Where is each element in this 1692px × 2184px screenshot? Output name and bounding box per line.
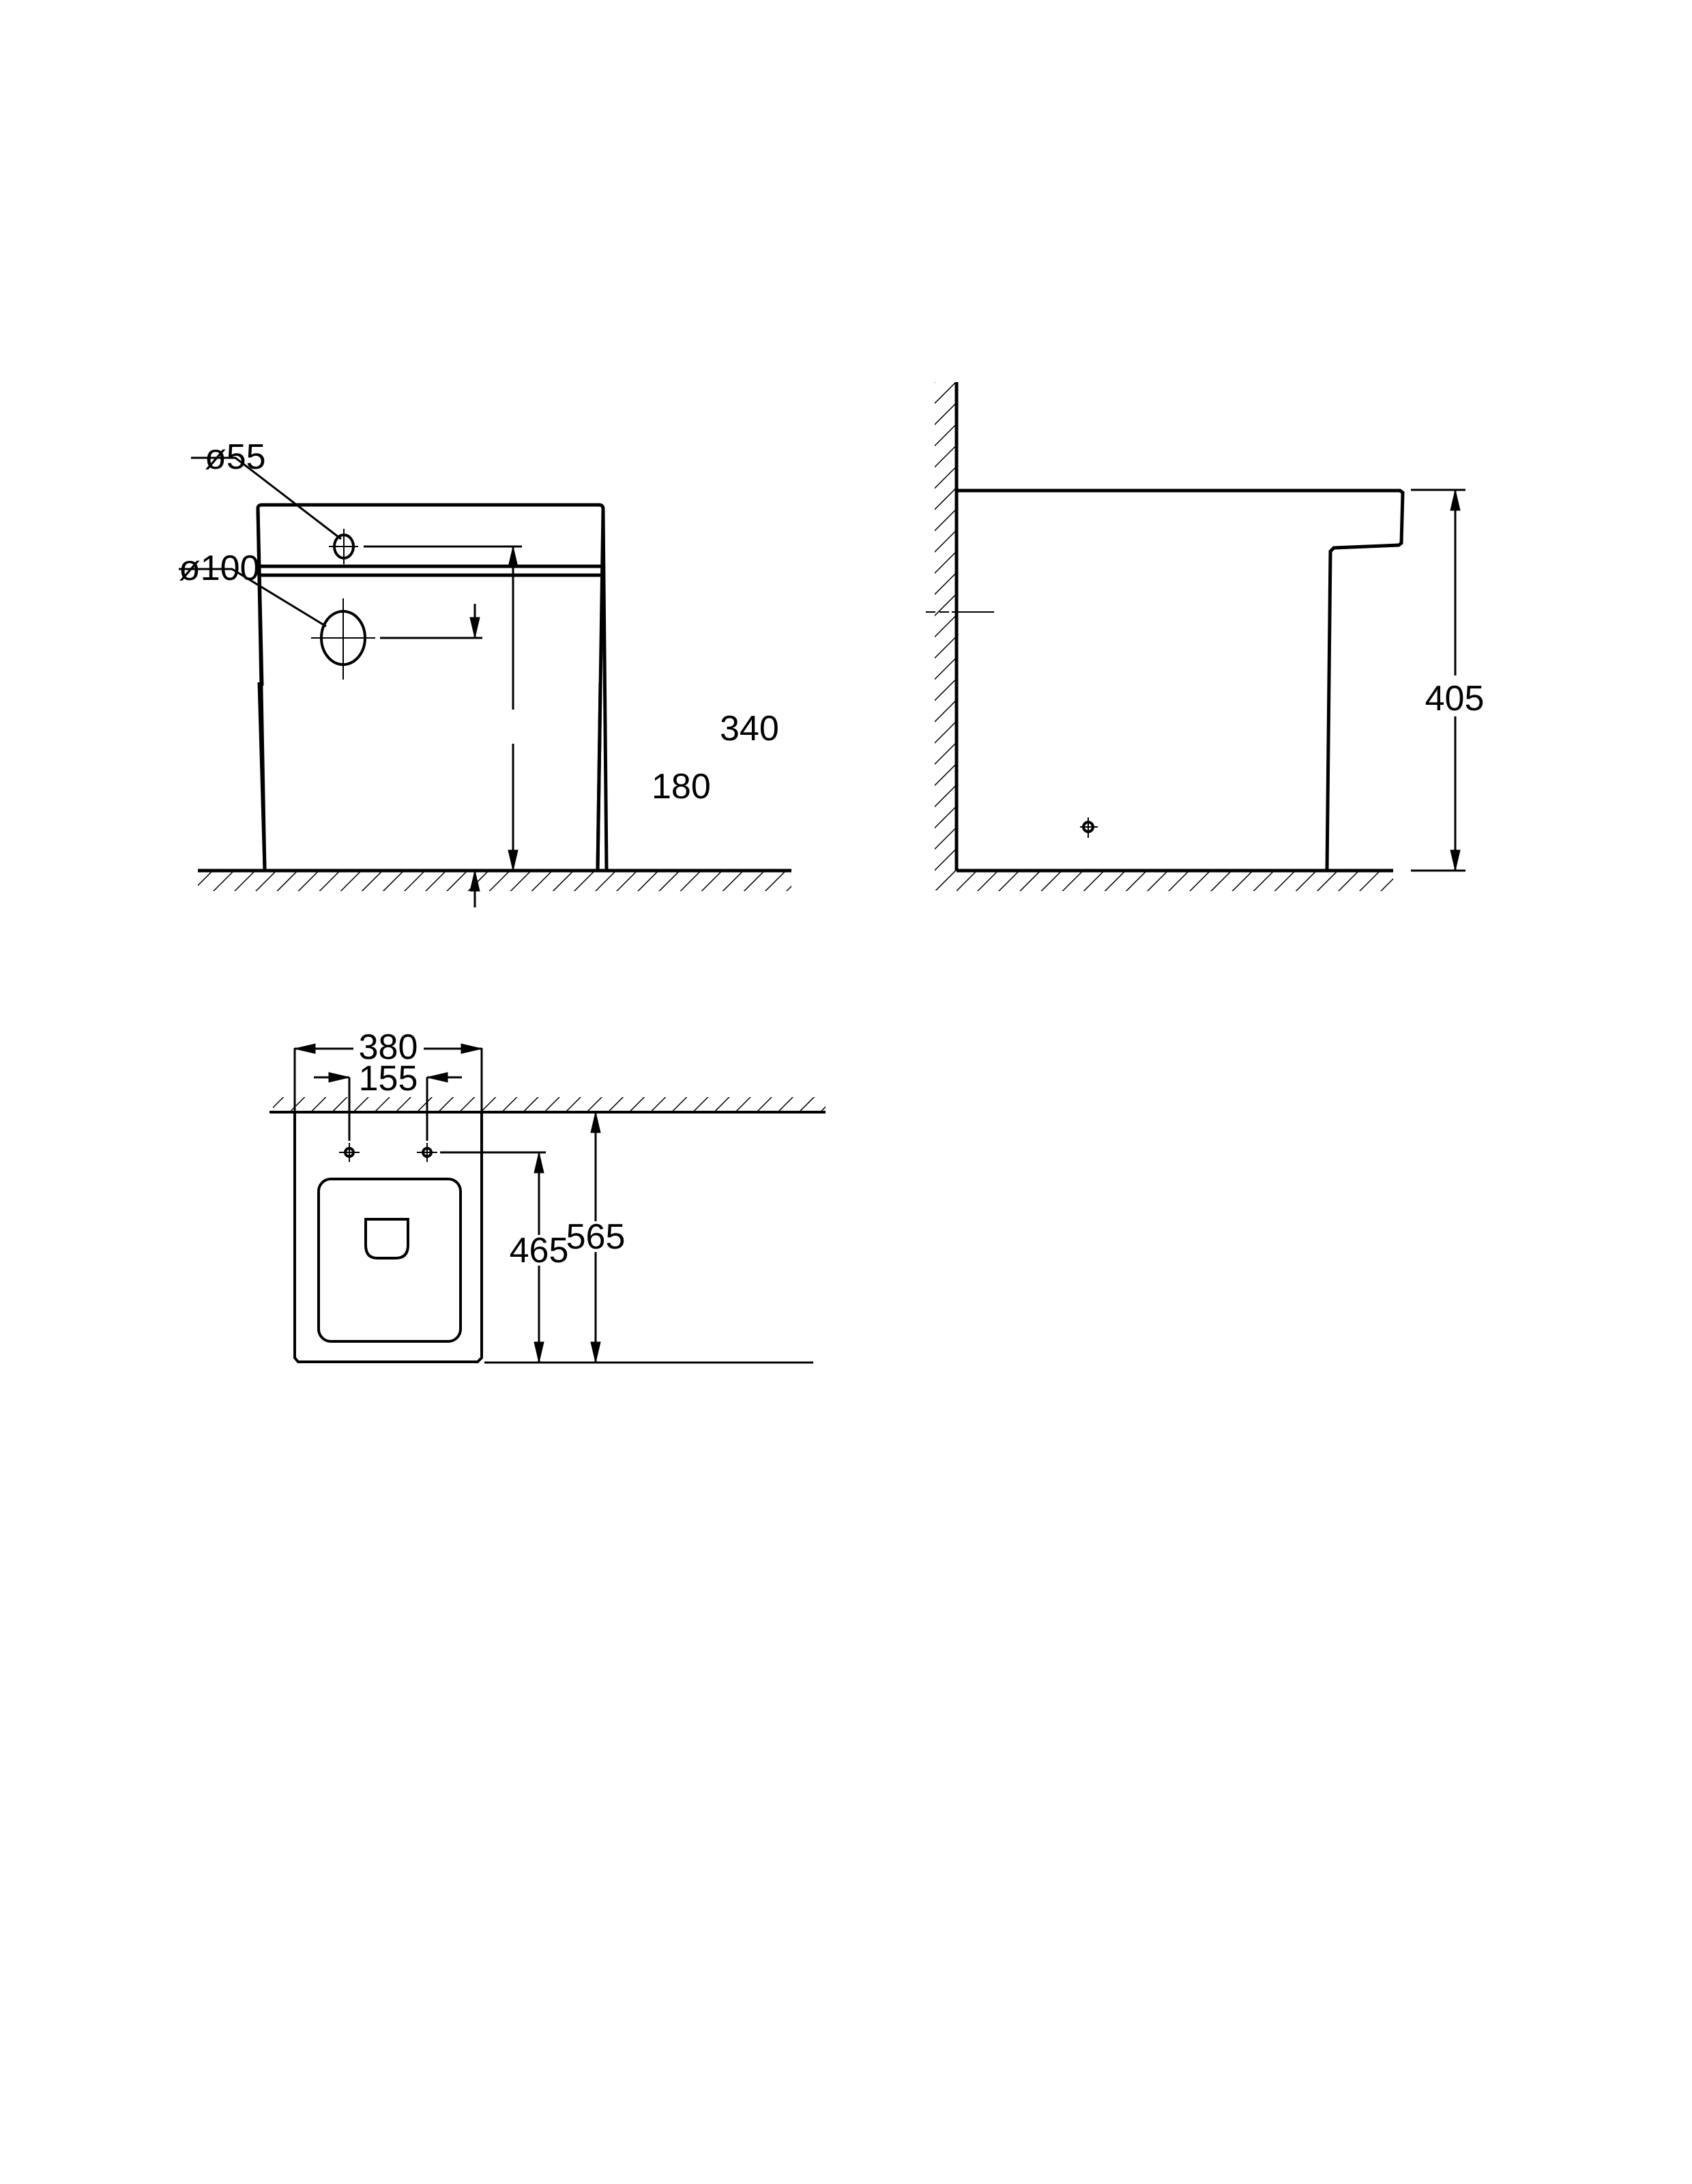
- dim-outlet-small-diameter: ø55: [205, 437, 266, 477]
- toilet-outline-top: [293, 1112, 483, 1363]
- dim-outlet-large-diameter: ø100: [179, 549, 260, 588]
- dim-height-large-outlet: 180: [652, 767, 711, 806]
- dim-height-small-outlet: 340: [720, 709, 779, 748]
- seat-hinge-cutout: [364, 1218, 409, 1260]
- toilet-profile: [957, 489, 1405, 871]
- dim-fixing-spacing: 155: [359, 1059, 418, 1098]
- top-view: [269, 1043, 826, 1364]
- floor-hatch: [198, 871, 791, 891]
- dim-total-height: 405: [1425, 679, 1485, 718]
- dim-overall-depth: 565: [566, 1217, 626, 1257]
- dim-overall-width: 380: [359, 1028, 418, 1067]
- side-view: [926, 382, 1465, 891]
- dim-fixing-to-front: 465: [510, 1231, 569, 1270]
- bowl-outline: [317, 1178, 462, 1343]
- wall-hatch: [935, 382, 957, 890]
- front-view: [179, 456, 791, 907]
- wall-hatch-top: [273, 1097, 826, 1112]
